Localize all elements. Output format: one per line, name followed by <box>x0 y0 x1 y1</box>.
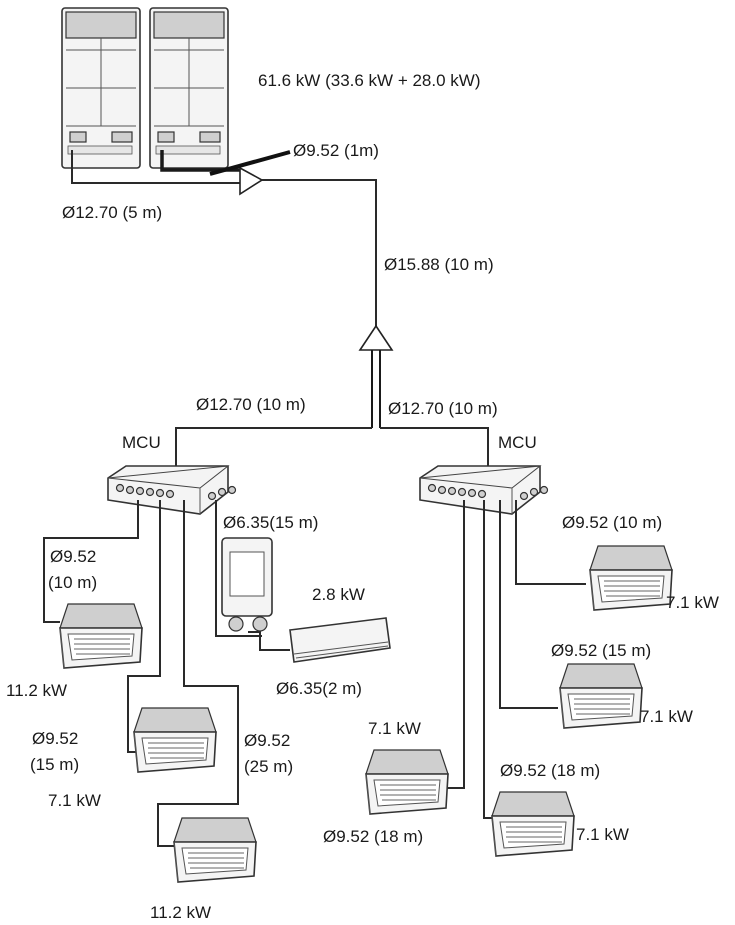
right-branch-piping <box>446 500 586 819</box>
label-r2-capacity: 7.1 kW <box>640 707 693 726</box>
label-odu-capacity: 61.6 kW (33.6 kW + 28.0 kW) <box>258 71 481 90</box>
label-branch-right: Ø12.70 (10 m) <box>388 399 498 418</box>
label-r4-pipe: Ø9.52 (18 m) <box>323 827 423 846</box>
ev-kit-box <box>221 537 273 632</box>
label-l3-capacity: 11.2 kW <box>150 903 211 922</box>
label-l1-pipe-a: Ø9.52 <box>50 547 96 566</box>
label-l1-pipe-b: (10 m) <box>48 573 97 592</box>
label-pipe-635-2: Ø6.35(2 m) <box>276 679 362 698</box>
label-r1-pipe: Ø9.52 (10 m) <box>562 513 662 532</box>
label-branch-left: Ø12.70 (10 m) <box>196 395 306 414</box>
label-r1-capacity: 7.1 kW <box>666 593 719 612</box>
cassette-unit-r3 <box>491 791 575 857</box>
label-l3-pipe-a: Ø9.52 <box>244 731 290 750</box>
label-main-pipe: Ø15.88 (10 m) <box>384 255 494 274</box>
label-r4-capacity: 7.1 kW <box>368 719 421 738</box>
label-pipe-635-15: Ø6.35(15 m) <box>223 513 318 532</box>
label-l2-pipe-a: Ø9.52 <box>32 729 78 748</box>
wall-mounted-unit <box>289 617 391 663</box>
label-r2-pipe: Ø9.52 (15 m) <box>551 641 651 660</box>
left-branch-piping <box>43 500 290 847</box>
cassette-unit-l3 <box>173 817 257 883</box>
label-l3-pipe-b: (25 m) <box>244 757 293 776</box>
label-l1-capacity: 11.2 kW <box>6 681 67 700</box>
label-wall-capacity: 2.8 kW <box>312 585 365 604</box>
cassette-unit-r4 <box>365 749 449 815</box>
outdoor-unit-left <box>61 7 141 169</box>
label-mcu-right: MCU <box>498 433 537 452</box>
outdoor-piping <box>71 150 489 466</box>
cassette-unit-r2 <box>559 663 643 729</box>
label-mcu-left: MCU <box>122 433 161 452</box>
cassette-unit-r1 <box>589 545 673 611</box>
cassette-unit-l1 <box>59 603 143 669</box>
label-r3-capacity: 7.1 kW <box>576 825 629 844</box>
cassette-unit-l2 <box>133 707 217 773</box>
label-l2-pipe-b: (15 m) <box>30 755 79 774</box>
label-odu-link: Ø9.52 (1m) <box>293 141 379 160</box>
label-odu-left-pipe: Ø12.70 (5 m) <box>62 203 162 222</box>
label-l2-capacity: 7.1 kW <box>48 791 101 810</box>
label-r3-pipe: Ø9.52 (18 m) <box>500 761 600 780</box>
outdoor-unit-right <box>149 7 229 169</box>
